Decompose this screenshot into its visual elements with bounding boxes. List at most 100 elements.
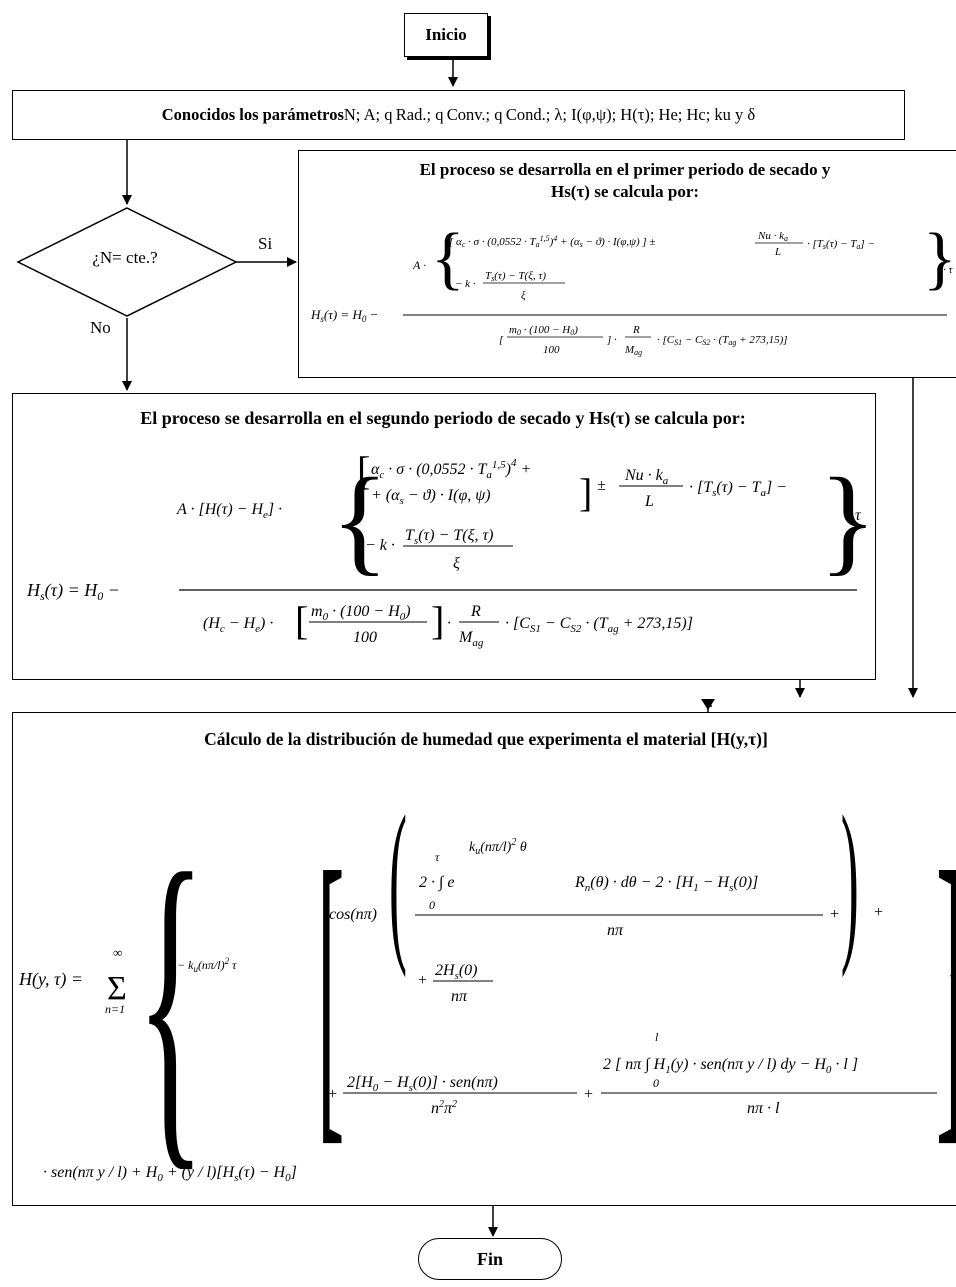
svg-text:±: ± xyxy=(597,477,606,494)
svg-text:}: } xyxy=(923,220,955,297)
svg-text:H(y, τ) =: H(y, τ) = xyxy=(18,969,83,990)
svg-text:· [CS1 − CS2 · (Tag + 273,15)]: · [CS1 − CS2 · (Tag + 273,15)] xyxy=(505,615,693,635)
join-arrowhead xyxy=(701,699,715,710)
svg-text:[: [ xyxy=(357,448,370,493)
svg-text:Ts(τ) − T(ξ, τ): Ts(τ) − T(ξ, τ) xyxy=(405,527,494,547)
svg-text:Mag: Mag xyxy=(458,629,484,649)
svg-text:A · [H(τ) − He] ·: A · [H(τ) − He] · xyxy=(176,501,282,521)
start-label: Inicio xyxy=(425,25,467,44)
svg-text:ξ: ξ xyxy=(521,290,526,302)
svg-text:nπ: nπ xyxy=(451,988,468,1005)
svg-text:+: + xyxy=(583,1086,594,1103)
svg-text:− k ·: − k · xyxy=(455,278,476,290)
known-params-list: N; A; q Rad.; q Conv.; q Cond.; λ; I(φ,ψ… xyxy=(343,105,756,124)
svg-text:+: + xyxy=(417,972,428,989)
svg-text:2Hs(0): 2Hs(0) xyxy=(435,962,478,982)
svg-text:Nu · ka: Nu · ka xyxy=(624,467,669,487)
svg-text:· τ: · τ xyxy=(943,264,954,276)
svg-text:0: 0 xyxy=(653,1076,659,1090)
svg-text:+: + xyxy=(873,904,884,921)
first-period-box: El proceso se desarrolla en el primer pe… xyxy=(298,150,956,378)
svg-text:l: l xyxy=(655,1030,659,1044)
svg-text:Hs(τ) = H0 −: Hs(τ) = H0 − xyxy=(310,307,378,324)
second-period-title: El proceso se desarrolla en el segundo p… xyxy=(140,408,746,428)
first-period-formula: Hs(τ) = H0 − A · { [ αc · σ · (0,0552 · … xyxy=(310,220,955,357)
svg-text:]: ] xyxy=(431,598,444,643)
svg-text:R: R xyxy=(632,324,640,336)
svg-text:+ (αs − ϑ) · I(φ, ψ): + (αs − ϑ) · I(φ, ψ) xyxy=(371,487,491,507)
svg-text:ku(nπ/l)2 θ: ku(nπ/l)2 θ xyxy=(469,837,527,857)
first-period-title-line2: Hs(τ) se calcula por: xyxy=(550,182,700,201)
svg-text:]: ] xyxy=(936,807,956,1172)
svg-text:· sen(nπ y / l) + H0 + (y / l): · sen(nπ y / l) + H0 + (y / l)[Hs(τ) − H… xyxy=(43,1164,297,1184)
svg-text:[: [ xyxy=(295,598,308,643)
svg-text:Σ: Σ xyxy=(107,970,127,1007)
svg-text:· [Ts(τ) − Ta] −: · [Ts(τ) − Ta] − xyxy=(807,238,875,251)
svg-text:{: { xyxy=(431,220,465,297)
svg-text:] ·: ] · xyxy=(606,334,617,346)
svg-text:): ) xyxy=(841,779,859,978)
svg-text:R: R xyxy=(470,603,481,620)
second-period-box: El proceso se desarrolla en el segundo p… xyxy=(12,393,876,680)
svg-text:n2π2: n2π2 xyxy=(431,1099,457,1117)
svg-text:L: L xyxy=(774,246,781,258)
svg-text:Nu · ka: Nu · ka xyxy=(757,230,788,243)
svg-text:[ αc · σ · (0,0552 · Ta1,5)4 +: [ αc · σ · (0,0552 · Ta1,5)4 + (αs − ϑ) … xyxy=(449,234,655,249)
svg-text:}: } xyxy=(819,453,869,586)
svg-text:cos(nπ): cos(nπ) xyxy=(329,906,377,923)
known-params-box: Conocidos los parámetros N; A; q Rad.; q… xyxy=(12,90,905,140)
svg-text:2 [ nπ ∫ H1(y) · sen(nπ y / l): 2 [ nπ ∫ H1(y) · sen(nπ y / l) dy − H0 ·… xyxy=(603,1056,858,1076)
svg-text:Hs(τ) = H0 −: Hs(τ) = H0 − xyxy=(26,580,120,603)
first-period-title-line1: El proceso se desarrolla en el primer pe… xyxy=(419,160,831,179)
distribution-title: Cálculo de la distribución de humedad qu… xyxy=(204,729,768,749)
svg-text:nπ: nπ xyxy=(607,922,624,939)
distribution-box: Cálculo de la distribución de humedad qu… xyxy=(12,712,956,1206)
decision-no-label: No xyxy=(90,318,111,337)
svg-text:nπ · l: nπ · l xyxy=(747,1100,780,1117)
svg-text:· τ: · τ xyxy=(847,507,862,524)
svg-text:0: 0 xyxy=(429,898,435,912)
svg-text:e: e xyxy=(167,966,174,983)
svg-text:τ: τ xyxy=(435,850,440,864)
svg-text:m0 · (100 − H0): m0 · (100 − H0) xyxy=(311,603,411,623)
end-box: Fin xyxy=(418,1238,562,1280)
second-period-formula: Hs(τ) = H0 − A · [H(τ) − He] · { [ αc · … xyxy=(26,448,869,649)
svg-text:{: { xyxy=(136,802,205,1199)
svg-text:Rn(θ) · dθ − 2 · [H1 − Hs(0)]: Rn(θ) · dθ − 2 · [H1 − Hs(0)] xyxy=(574,874,758,894)
svg-text:·: · xyxy=(447,615,451,632)
decision-diamond xyxy=(16,207,238,317)
svg-text:· [Ts(τ) − Ta] −: · [Ts(τ) − Ta] − xyxy=(689,479,787,499)
svg-text:Ts(τ) − T(ξ, τ): Ts(τ) − T(ξ, τ) xyxy=(485,270,546,283)
svg-text:(Hc − He) ·: (Hc − He) · xyxy=(203,615,273,635)
svg-text:∞: ∞ xyxy=(113,945,122,960)
svg-text:2[H0 − Hs(0)] · sen(nπ): 2[H0 − Hs(0)] · sen(nπ) xyxy=(347,1074,498,1094)
svg-text:A ·: A · xyxy=(412,258,426,272)
svg-text:100: 100 xyxy=(543,344,560,356)
start-box: Inicio xyxy=(404,13,488,57)
end-label: Fin xyxy=(476,1248,503,1269)
svg-text:ξ: ξ xyxy=(453,555,460,572)
svg-text:αc · σ · (0,0552 · Ta1,5)4 +: αc · σ · (0,0552 · Ta1,5)4 + xyxy=(371,457,531,481)
svg-text:− k ·: − k · xyxy=(365,537,395,554)
svg-text:+: + xyxy=(829,906,840,923)
svg-text:(: ( xyxy=(389,779,407,978)
svg-text:+: + xyxy=(327,1086,338,1103)
decision-yes-label: Si xyxy=(258,234,273,253)
decision-question: ¿N= cte.? xyxy=(92,248,158,267)
svg-text:[: [ xyxy=(317,807,344,1172)
svg-text:m0 · (100 − H0): m0 · (100 − H0) xyxy=(509,324,578,337)
svg-text:]: ] xyxy=(579,470,592,515)
known-params-label: Conocidos los parámetros xyxy=(161,105,344,124)
svg-text:L: L xyxy=(644,493,654,510)
svg-text:· [CS1 − CS2 · (Tag + 273,15)]: · [CS1 − CS2 · (Tag + 273,15)] xyxy=(657,334,788,347)
svg-text:[: [ xyxy=(499,334,504,346)
svg-text:100: 100 xyxy=(353,629,377,646)
svg-text:·: · xyxy=(949,968,953,985)
svg-text:− ku(nπ/l)2 τ: − ku(nπ/l)2 τ xyxy=(177,956,237,974)
svg-text:n=1: n=1 xyxy=(105,1002,125,1016)
svg-text:2 · ∫ e: 2 · ∫ e xyxy=(419,874,454,892)
distribution-formula: H(y, τ) = Σ ∞ n=1 { e − ku(nπ/l)2 τ [ co… xyxy=(18,779,956,1199)
svg-text:Mag: Mag xyxy=(624,344,642,357)
svg-text:{: { xyxy=(331,453,389,586)
